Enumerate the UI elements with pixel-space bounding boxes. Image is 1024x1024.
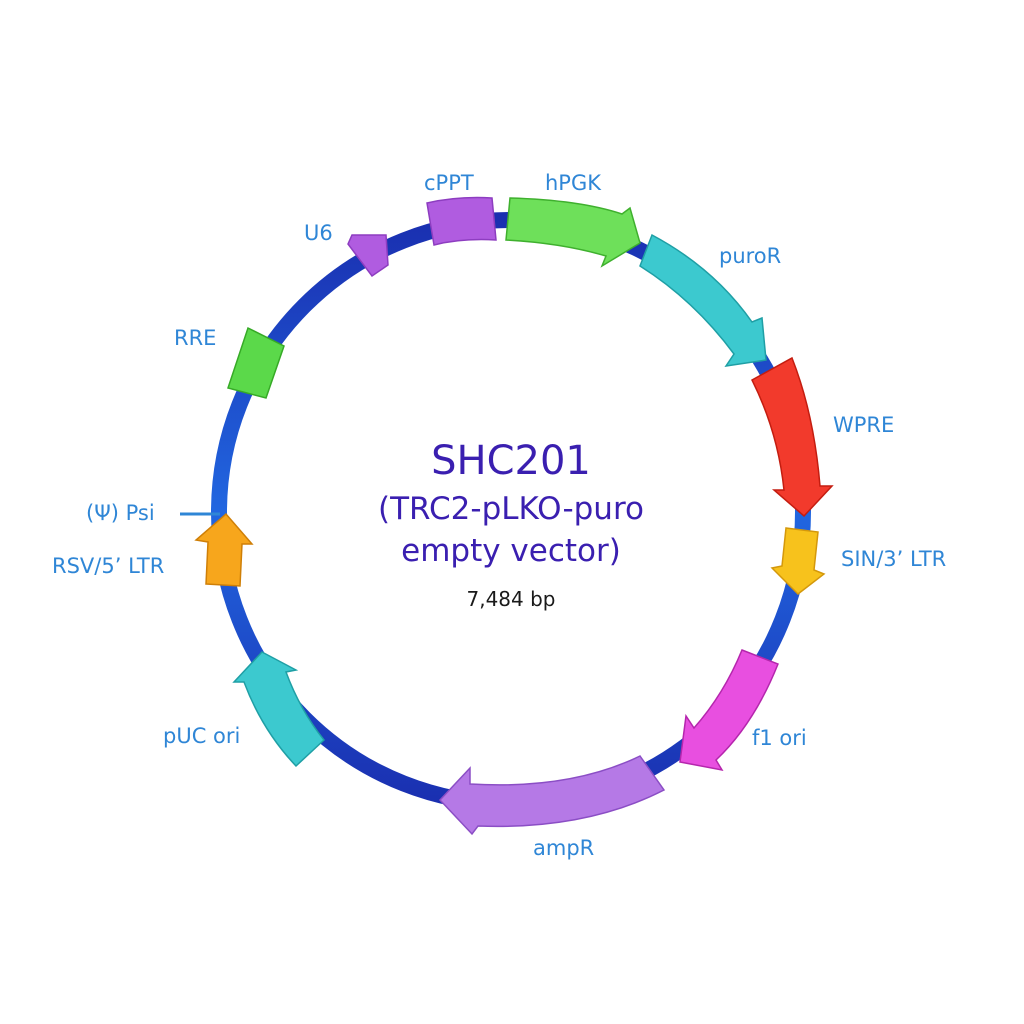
feature-arrows [194,196,834,836]
label-sin3ltr: SIN/3’ LTR [841,547,946,571]
plasmid-description-line1: (TRC2-pLKO-puro [378,491,644,527]
label-rre: RRE [174,326,216,350]
label-ampr: ampR [533,836,594,860]
label-puror: puroR [719,244,781,268]
cppt-block [426,196,497,246]
wpre-arrow [751,356,834,518]
u6-arrow [347,234,389,278]
rsv5ltr-arrow [194,512,254,587]
pucori-arrow [232,651,326,768]
feature-labels: cPPT hPGK puroR WPRE SIN/3’ LTR f1 ori a… [52,171,946,860]
label-hpgk: hPGK [545,171,602,195]
plasmid-name: SHC201 [431,438,591,484]
label-cppt: cPPT [424,171,474,195]
label-f1ori: f1 ori [752,726,807,750]
plasmid-description-line2: empty vector) [401,533,621,569]
ampr-arrow [438,755,666,836]
hpgk-arrow [505,197,641,268]
f1ori-arrow [679,649,779,772]
label-psi: (Ψ) Psi [86,501,155,525]
label-pucori: pUC ori [163,724,240,748]
label-rsv5ltr: RSV/5’ LTR [52,554,164,578]
sin3ltr-arrow [770,527,826,595]
puror-arrow [639,233,767,367]
label-wpre: WPRE [833,413,894,437]
rre-block [227,326,285,399]
label-u6: U6 [304,221,333,245]
plasmid-title-block: SHC201 (TRC2-pLKO-puro empty vector) 7,4… [378,438,644,611]
plasmid-size: 7,484 bp [466,587,555,611]
